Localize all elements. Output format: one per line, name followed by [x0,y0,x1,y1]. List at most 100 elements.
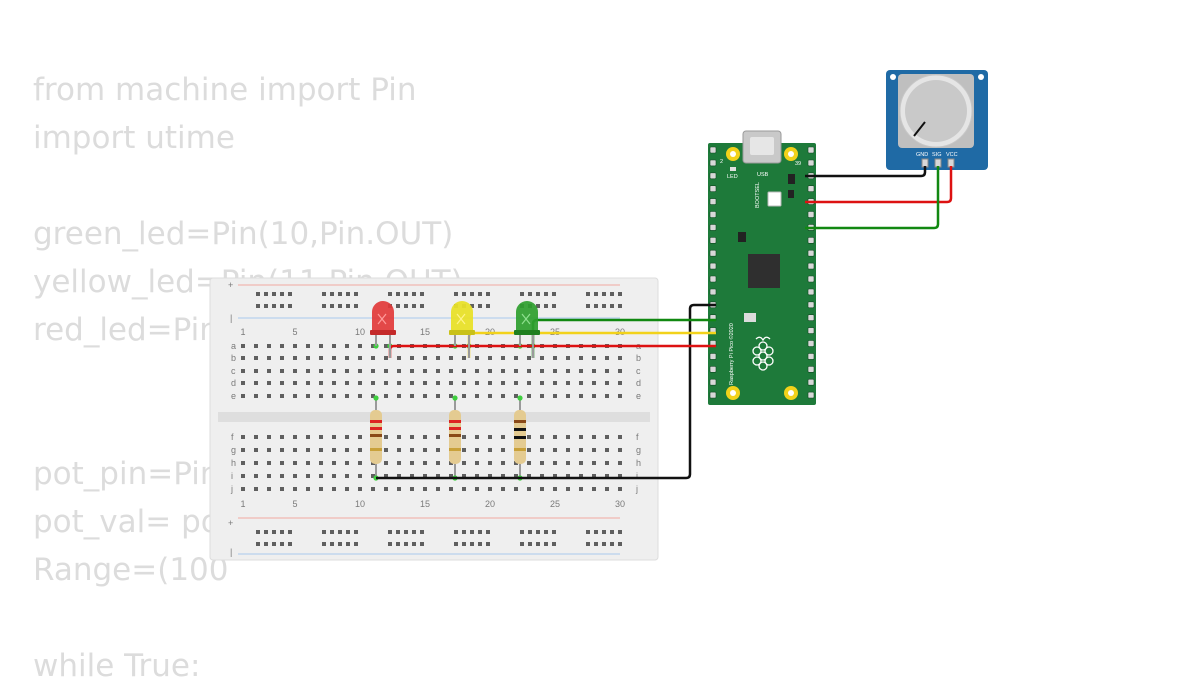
breadboard-hole[interactable] [514,356,518,360]
breadboard-hole[interactable] [264,542,268,546]
breadboard-hole[interactable] [332,435,336,439]
breadboard-hole[interactable] [410,356,414,360]
breadboard-hole[interactable] [371,394,375,398]
breadboard-hole[interactable] [475,394,479,398]
breadboard-hole[interactable] [384,435,388,439]
breadboard-hole[interactable] [449,394,453,398]
breadboard-hole[interactable] [436,474,440,478]
breadboard-hole[interactable] [306,381,310,385]
breadboard-hole[interactable] [354,542,358,546]
breadboard-hole[interactable] [293,369,297,373]
pico-pin[interactable] [709,353,717,360]
breadboard-hole[interactable] [553,474,557,478]
breadboard-hole[interactable] [423,394,427,398]
pico-pin[interactable] [709,159,717,167]
breadboard-hole[interactable] [280,448,284,452]
pot-pin-sig[interactable] [934,158,942,168]
breadboard-hole[interactable] [520,542,524,546]
breadboard-hole[interactable] [602,542,606,546]
breadboard-hole[interactable] [338,530,342,534]
breadboard-hole[interactable] [488,448,492,452]
breadboard-hole[interactable] [544,304,548,308]
breadboard-hole[interactable] [306,369,310,373]
pico-pin[interactable] [709,198,717,205]
resistor-red-led[interactable] [370,398,382,478]
breadboard-hole[interactable] [501,474,505,478]
pico-pin[interactable] [807,314,815,322]
breadboard-hole[interactable] [396,304,400,308]
breadboard-hole[interactable] [358,474,362,478]
breadboard-hole[interactable] [553,461,557,465]
breadboard-hole[interactable] [478,530,482,534]
breadboard-hole[interactable] [470,542,474,546]
breadboard-hole[interactable] [256,530,260,534]
breadboard-hole[interactable] [241,435,245,439]
breadboard-hole[interactable] [488,474,492,478]
breadboard-hole[interactable] [267,461,271,465]
breadboard-hole[interactable] [540,381,544,385]
breadboard-hole[interactable] [397,381,401,385]
breadboard-hole[interactable] [306,344,310,348]
breadboard-hole[interactable] [552,542,556,546]
breadboard-hole[interactable] [605,394,609,398]
breadboard-hole[interactable] [345,448,349,452]
breadboard-hole[interactable] [586,542,590,546]
breadboard-hole[interactable] [388,542,392,546]
pico-board[interactable]: LED USB 2 39 BOOTSEL Raspberry Pi Pico ©… [708,130,816,405]
breadboard-hole[interactable] [241,474,245,478]
breadboard-hole[interactable] [544,530,548,534]
breadboard-hole[interactable] [592,474,596,478]
breadboard-hole[interactable] [462,448,466,452]
breadboard-hole[interactable] [462,394,466,398]
breadboard-hole[interactable] [618,304,622,308]
breadboard-hole[interactable] [420,304,424,308]
breadboard-hole[interactable] [579,381,583,385]
breadboard-hole[interactable] [605,474,609,478]
breadboard-hole[interactable] [618,542,622,546]
breadboard-hole[interactable] [488,487,492,491]
breadboard-hole[interactable] [272,304,276,308]
breadboard-hole[interactable] [602,292,606,296]
breadboard-hole[interactable] [579,474,583,478]
breadboard-hole[interactable] [605,448,609,452]
breadboard-hole[interactable] [319,487,323,491]
breadboard-hole[interactable] [371,369,375,373]
pico-pin[interactable] [709,262,717,270]
breadboard-hole[interactable] [241,394,245,398]
breadboard-hole[interactable] [280,344,284,348]
breadboard-hole[interactable] [478,292,482,296]
breadboard-hole[interactable] [410,448,414,452]
breadboard-hole[interactable] [423,369,427,373]
breadboard-hole[interactable] [254,435,258,439]
breadboard-hole[interactable] [605,461,609,465]
breadboard-hole[interactable] [536,542,540,546]
breadboard-hole[interactable] [527,461,531,465]
breadboard-hole[interactable] [345,461,349,465]
pot-knob[interactable] [905,80,967,142]
breadboard-hole[interactable] [358,461,362,465]
breadboard-hole[interactable] [454,542,458,546]
breadboard-hole[interactable] [280,530,284,534]
breadboard-hole[interactable] [256,542,260,546]
breadboard-hole[interactable] [478,304,482,308]
breadboard-hole[interactable] [579,435,583,439]
breadboard-hole[interactable] [397,394,401,398]
breadboard-hole[interactable] [618,487,622,491]
breadboard-hole[interactable] [397,356,401,360]
breadboard-hole[interactable] [267,369,271,373]
breadboard-hole[interactable] [280,394,284,398]
pico-pin[interactable] [807,353,815,360]
breadboard-hole[interactable] [475,435,479,439]
breadboard-hole[interactable] [527,487,531,491]
breadboard-hole[interactable] [384,356,388,360]
breadboard-hole[interactable] [410,487,414,491]
breadboard-hole[interactable] [345,369,349,373]
breadboard-hole[interactable] [358,394,362,398]
breadboard-hole[interactable] [384,394,388,398]
breadboard-hole[interactable] [454,530,458,534]
breadboard-hole[interactable] [527,369,531,373]
breadboard-hole[interactable] [462,435,466,439]
breadboard-hole[interactable] [280,356,284,360]
breadboard-hole[interactable] [618,381,622,385]
breadboard-hole[interactable] [462,461,466,465]
